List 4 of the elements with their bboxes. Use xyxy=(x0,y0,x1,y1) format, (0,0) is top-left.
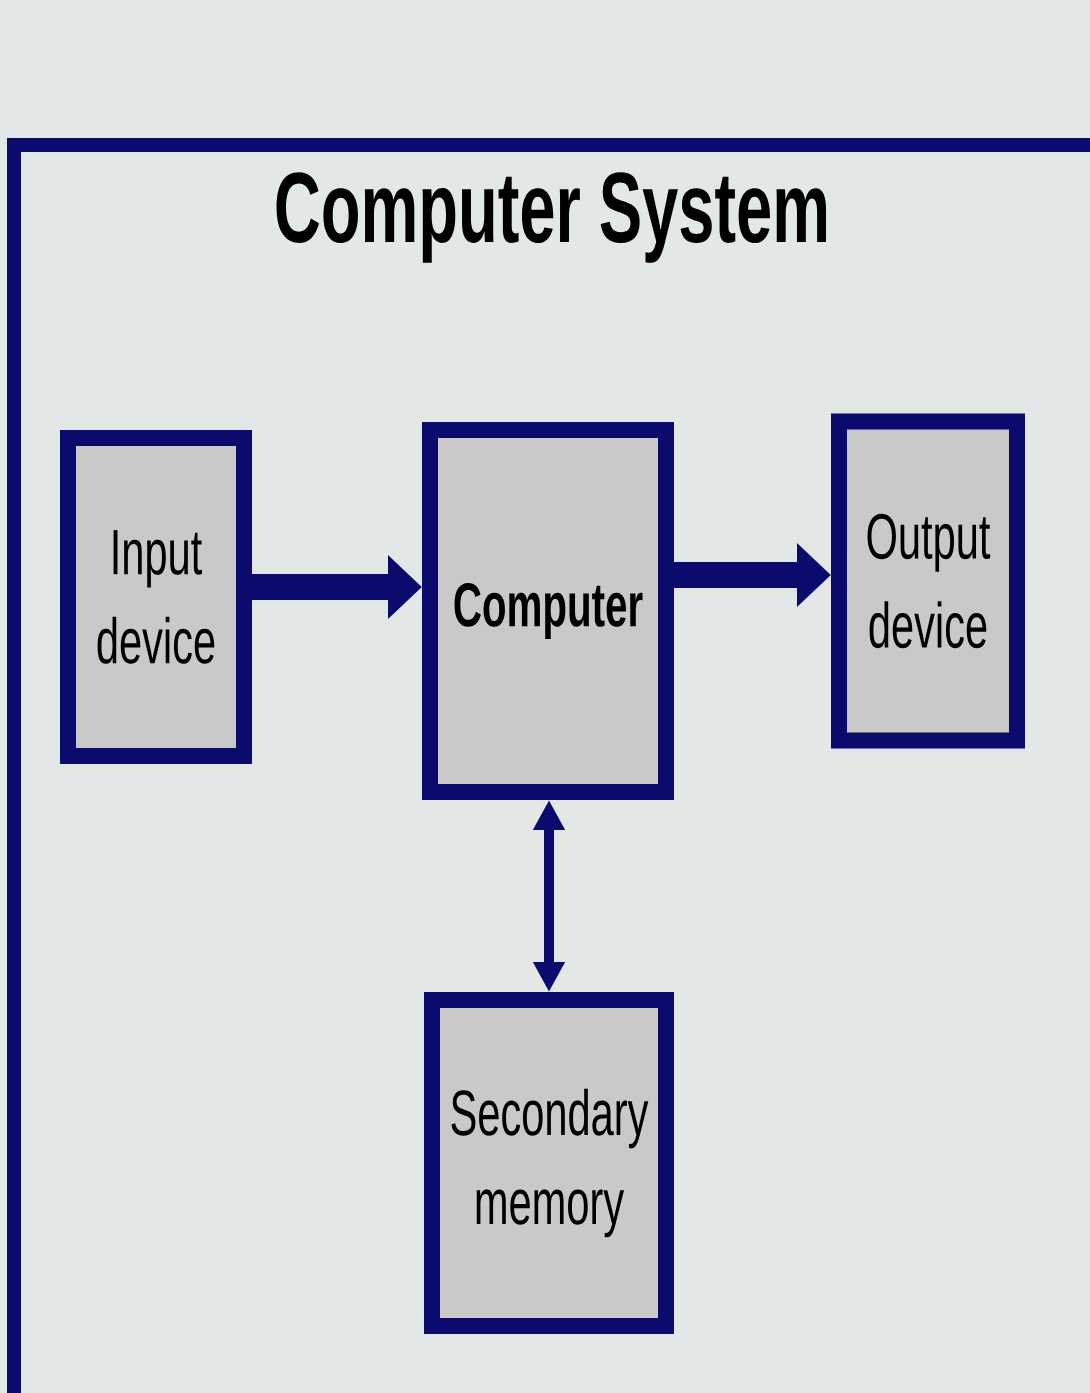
device-box: Input device xyxy=(60,430,252,764)
device-box: Computer xyxy=(422,422,674,800)
device-box: Output device xyxy=(831,413,1025,749)
device-box: Secondary memory xyxy=(424,992,674,1334)
